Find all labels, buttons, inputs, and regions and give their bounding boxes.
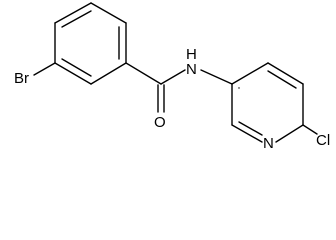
n-pyridine-bond — [200, 69, 233, 85]
amide-bond — [160, 69, 186, 85]
benzene-ring — [54, 2, 127, 85]
ring-carbonyl-bond — [125, 62, 162, 85]
amide-n-label: N — [186, 61, 197, 78]
amide-h-label: H — [186, 46, 197, 63]
pyridine-ring — [231, 62, 304, 143]
pyridine-n-label: N — [263, 135, 274, 151]
oxygen-label: O — [154, 114, 166, 131]
c-cl-bond — [302, 124, 318, 135]
bromine-label: Br — [14, 70, 29, 87]
structure-diagram: Br O H N N Cl — [14, 2, 330, 151]
molecule-drawing: Br O H N N Cl — [14, 2, 330, 151]
chlorine-label: Cl — [316, 132, 330, 149]
c-br-bond — [33, 62, 56, 76]
